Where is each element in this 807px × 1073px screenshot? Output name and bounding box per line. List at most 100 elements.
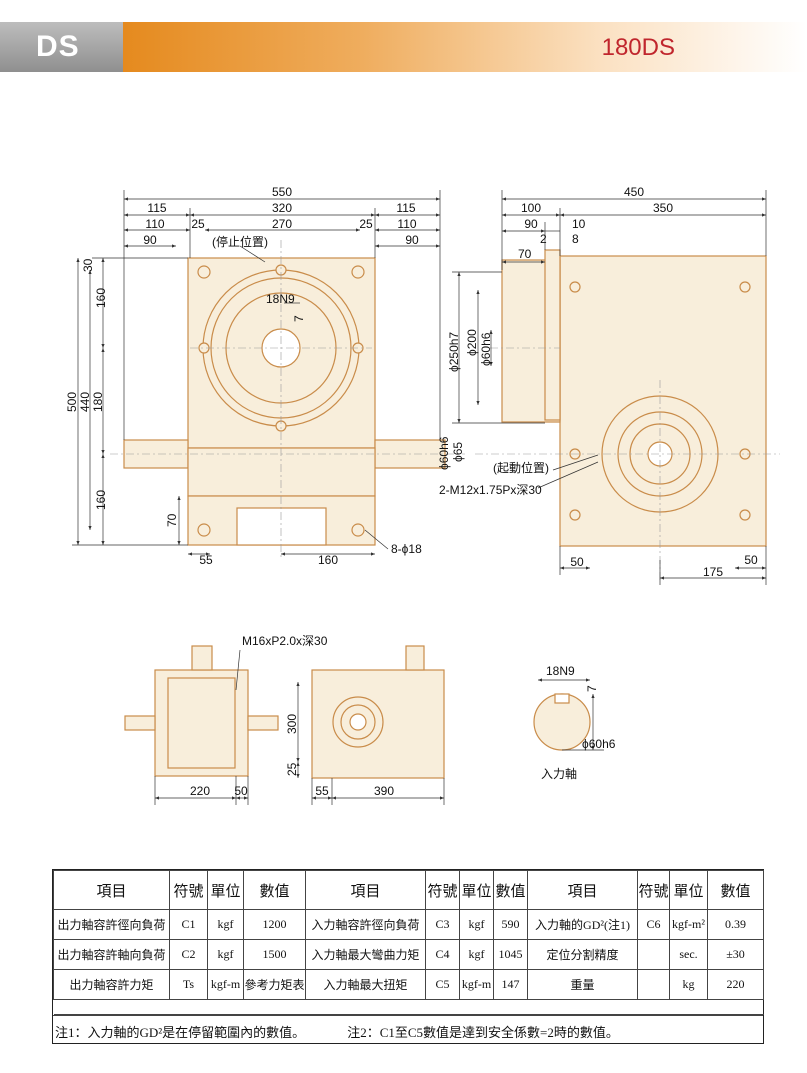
spec-table: 項目 符號 單位 數值 項目 符號 單位 數值 項目 符號 單位 數值 出力軸容… bbox=[52, 869, 764, 1044]
spec-cell: 入力軸容許徑向負荷 bbox=[305, 909, 426, 940]
series-header-bar bbox=[0, 22, 123, 72]
spec-cell: C5 bbox=[425, 969, 460, 1000]
spec-header-cell: 符號 bbox=[169, 870, 208, 910]
dim-70-side: 70 bbox=[518, 247, 532, 261]
shaft-dimension-lines bbox=[538, 678, 604, 751]
phi250h7: ϕ250h7 bbox=[447, 332, 461, 372]
dim-50-right-side: 50 bbox=[744, 553, 758, 567]
dim-90-side: 90 bbox=[524, 217, 538, 231]
front-view bbox=[123, 257, 446, 546]
dim-220: 220 bbox=[190, 784, 210, 798]
spec-header-cell: 數值 bbox=[493, 870, 528, 910]
front-dimension-lines bbox=[72, 190, 441, 556]
dim-115-right: 115 bbox=[396, 201, 415, 215]
dim-440: 440 bbox=[78, 392, 92, 412]
start-position-label: (起動位置) bbox=[493, 460, 549, 475]
spec-cell: kgf-m² bbox=[669, 909, 708, 940]
spec-cell: 1045 bbox=[493, 939, 528, 970]
table-row: 出力軸容許徑向負荷 C1 kgf 1200 入力軸容許徑向負荷 C3 kgf 5… bbox=[53, 909, 764, 940]
spec-header-cell: 項目 bbox=[53, 870, 170, 910]
phi200: ϕ200 bbox=[465, 329, 479, 356]
table-row: 出力軸容許軸向負荷 C2 kgf 1500 入力軸最大彎曲力矩 C4 kgf 1… bbox=[53, 939, 764, 970]
spec-header-cell: 數值 bbox=[243, 870, 306, 910]
shaft-dimension-text: 18N9 7 ϕ60h6 入力軸 bbox=[541, 664, 616, 781]
dim-550: 550 bbox=[272, 185, 292, 199]
phi65: ϕ65 bbox=[451, 442, 465, 462]
spec-cell: 590 bbox=[493, 909, 528, 940]
dim-180: 180 bbox=[91, 392, 105, 412]
input-shaft-label: 入力軸 bbox=[541, 767, 577, 781]
front-dimension-text: 550 115 320 115 110 25 270 25 110 90 90 … bbox=[65, 185, 422, 567]
shaft-phi60h6: ϕ60h6 bbox=[582, 737, 616, 751]
spec-cell: sec. bbox=[669, 939, 708, 970]
spec-cell: C4 bbox=[425, 939, 460, 970]
key-7-label: 7 bbox=[292, 315, 306, 322]
spec-header-cell: 單位 bbox=[669, 870, 708, 910]
dim-350: 350 bbox=[653, 201, 673, 215]
note-1: 注1：入力軸的GD²是在停留範圍內的數值。 bbox=[55, 1024, 306, 1040]
spec-cell: 出力軸容許徑向負荷 bbox=[53, 909, 170, 940]
dim-70-vertical: 70 bbox=[165, 513, 179, 527]
dim-90-left: 90 bbox=[143, 233, 157, 247]
dim-50-top: 50 bbox=[234, 784, 248, 798]
spec-cell: 重量 bbox=[527, 969, 638, 1000]
side-centerlines bbox=[475, 347, 780, 580]
dim-160-lower: 160 bbox=[94, 490, 108, 510]
spec-cell: C3 bbox=[425, 909, 460, 940]
phi60h6-input: ϕ60h6 bbox=[437, 436, 451, 470]
spec-cell: C1 bbox=[169, 909, 208, 940]
spec-cell: kgf bbox=[459, 909, 494, 940]
key-18n9-label: 18N9 bbox=[266, 292, 295, 306]
dim-90-right: 90 bbox=[405, 233, 419, 247]
end-dimension-text: 300 25 55 390 bbox=[285, 714, 394, 798]
spec-cell: 參考力矩表 bbox=[243, 969, 306, 1000]
table-row: 出力軸容許力矩 Ts kgf-m 參考力矩表 入力軸最大扭矩 C5 kgf-m … bbox=[53, 969, 764, 1000]
dim-30-vertical: 30 bbox=[81, 258, 95, 272]
dim-300: 300 bbox=[285, 714, 299, 734]
dim-100: 100 bbox=[521, 201, 541, 215]
thread-m16-label: M16xP2.0x深30 bbox=[242, 634, 328, 648]
model-header-bar bbox=[123, 22, 807, 72]
dim-175: 175 bbox=[703, 565, 723, 579]
spec-cell: 1500 bbox=[243, 939, 306, 970]
spec-cell: 入力軸最大扭矩 bbox=[305, 969, 426, 1000]
spec-cell: kgf-m bbox=[459, 969, 494, 1000]
spec-cell: 定位分割精度 bbox=[527, 939, 638, 970]
spec-cell: kg bbox=[669, 969, 708, 1000]
dim-110-right: 110 bbox=[397, 217, 416, 231]
end-dimension-lines bbox=[296, 682, 445, 805]
spec-cell: 入力軸的GD²(注1) bbox=[527, 909, 638, 940]
spec-cell: kgf-m bbox=[207, 969, 244, 1000]
shaft-key-18n9: 18N9 bbox=[546, 664, 575, 678]
spec-cell: 出力軸容許軸向負荷 bbox=[53, 939, 170, 970]
spec-cell: kgf bbox=[207, 939, 244, 970]
spec-header-cell: 單位 bbox=[459, 870, 494, 910]
spec-cell: 147 bbox=[493, 969, 528, 1000]
spec-cell: 220 bbox=[707, 969, 764, 1000]
spec-spacer-cell bbox=[53, 999, 764, 1015]
spec-cell: 0.39 bbox=[707, 909, 764, 940]
spec-cell: Ts bbox=[169, 969, 208, 1000]
spec-cell bbox=[637, 939, 670, 970]
dim-115-left: 115 bbox=[147, 201, 166, 215]
spec-cell: 1200 bbox=[243, 909, 306, 940]
spec-header-cell: 符號 bbox=[425, 870, 460, 910]
dim-55-end: 55 bbox=[315, 784, 329, 798]
spec-header-cell: 項目 bbox=[527, 870, 638, 910]
spec-cell bbox=[637, 969, 670, 1000]
dim-2-side: 2 bbox=[540, 232, 547, 246]
spec-notes: 注1：入力軸的GD²是在停留範圍內的數值。 注2：C1至C5數值是達到安全係數=… bbox=[53, 1015, 763, 1046]
spec-cell: ±30 bbox=[707, 939, 764, 970]
side-dimension-text: 450 100 350 90 10 2 8 70 ϕ250h7 ϕ200 ϕ60… bbox=[437, 185, 758, 579]
top-dimension-lines bbox=[154, 649, 249, 805]
dim-25-right: 25 bbox=[359, 217, 373, 231]
spec-header-cell: 數值 bbox=[707, 870, 764, 910]
dim-25-end: 25 bbox=[285, 762, 299, 776]
phi60h6-output: ϕ60h6 bbox=[479, 332, 493, 366]
dim-8-side: 8 bbox=[572, 232, 579, 246]
dim-390: 390 bbox=[374, 784, 394, 798]
note-2: 注2：C1至C5數值是達到安全係數=2時的數值。 bbox=[347, 1024, 619, 1040]
dim-500: 500 bbox=[65, 392, 79, 412]
dim-160-upper: 160 bbox=[94, 288, 108, 308]
dim-320: 320 bbox=[272, 201, 292, 215]
